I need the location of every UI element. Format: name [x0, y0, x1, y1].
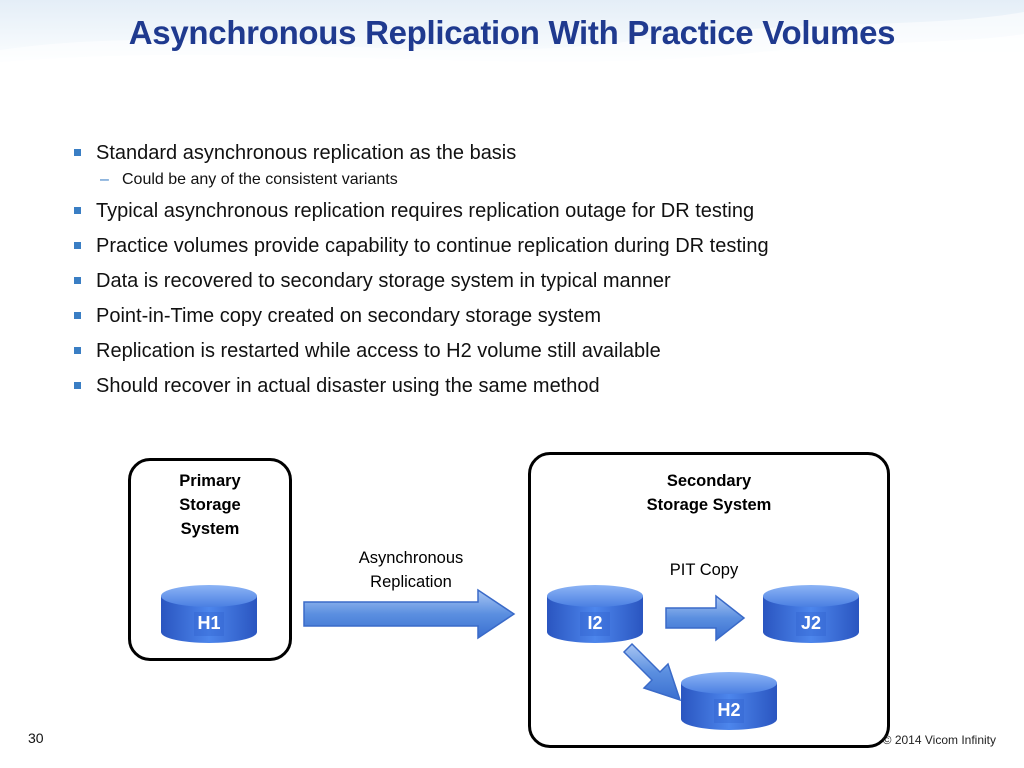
volume-label: H1 [197, 613, 221, 633]
bullet-text: Standard asynchronous replication as the… [96, 142, 517, 164]
slide-title: Asynchronous Replication With Practice V… [128, 14, 896, 51]
volume-label: J2 [800, 613, 822, 633]
label-line: Secondary [666, 472, 752, 490]
dash-marker: – [100, 171, 109, 188]
title-banner: Asynchronous Replication With Practice V… [0, 0, 1024, 72]
recovery-arrow [622, 642, 682, 702]
volume-label: H2 [717, 700, 741, 720]
bullet-item: Standard asynchronous replication as the… [72, 136, 972, 171]
sub-bullet-item: –Could be any of the consistent variants [72, 169, 972, 191]
bullet-item: Point-in-Time copy created on secondary … [72, 299, 972, 334]
bullet-list: Standard asynchronous replication as the… [72, 136, 972, 404]
sub-bullet-text: Could be any of the consistent variants [122, 171, 398, 188]
bullet-text: Should recover in actual disaster using … [96, 375, 600, 397]
bullet-item: Practice volumes provide capability to c… [72, 229, 972, 264]
bullet-text: Typical asynchronous replication require… [96, 200, 755, 222]
bullet-marker [74, 149, 81, 156]
replication-arrow [303, 588, 516, 640]
bullet-text: Data is recovered to secondary storage s… [96, 270, 671, 292]
volume-h1: H1 [160, 584, 258, 644]
volume-j2: J2 [762, 584, 860, 644]
secondary-storage-label: Secondary Storage System [528, 469, 890, 517]
bullet-item: Data is recovered to secondary storage s… [72, 264, 972, 299]
pit-copy-arrow [665, 594, 746, 642]
primary-storage-label: Primary Storage System [128, 469, 292, 541]
bullet-item: Typical asynchronous replication require… [72, 194, 972, 229]
bullet-marker [74, 312, 81, 319]
label-line: System [180, 520, 240, 538]
bullet-marker [74, 242, 81, 249]
bullet-item: Replication is restarted while access to… [72, 334, 972, 369]
label-line: Primary [179, 472, 241, 490]
volume-cylinder-icon [547, 585, 643, 643]
volume-i2: I2 [546, 584, 644, 644]
volume-h2: H2 [680, 671, 778, 731]
bullet-marker [74, 277, 81, 284]
bullet-marker [74, 207, 81, 214]
banner-swoosh [0, 12, 1024, 72]
copyright-notice: © 2014 Vicom Infinity [882, 733, 996, 747]
volume-cylinder-icon [681, 672, 777, 730]
volume-cylinder-icon [161, 585, 257, 643]
bullet-text: Replication is restarted while access to… [96, 340, 661, 362]
label-line: Storage System [646, 496, 772, 514]
bullet-item: Should recover in actual disaster using … [72, 369, 972, 404]
bullet-text: Point-in-Time copy created on secondary … [96, 305, 602, 327]
bullet-marker [74, 382, 81, 389]
pit-copy-label: PIT Copy [669, 561, 739, 579]
volume-cylinder-icon [763, 585, 859, 643]
volume-label: I2 [587, 613, 603, 633]
page-number: 30 [28, 730, 44, 746]
bullet-text: Practice volumes provide capability to c… [96, 235, 769, 257]
replication-label: Asynchronous Replication [330, 546, 492, 594]
label-line: Replication [370, 573, 452, 591]
label-line: Asynchronous [358, 549, 464, 567]
label-line: Storage [179, 496, 241, 514]
bullet-marker [74, 347, 81, 354]
